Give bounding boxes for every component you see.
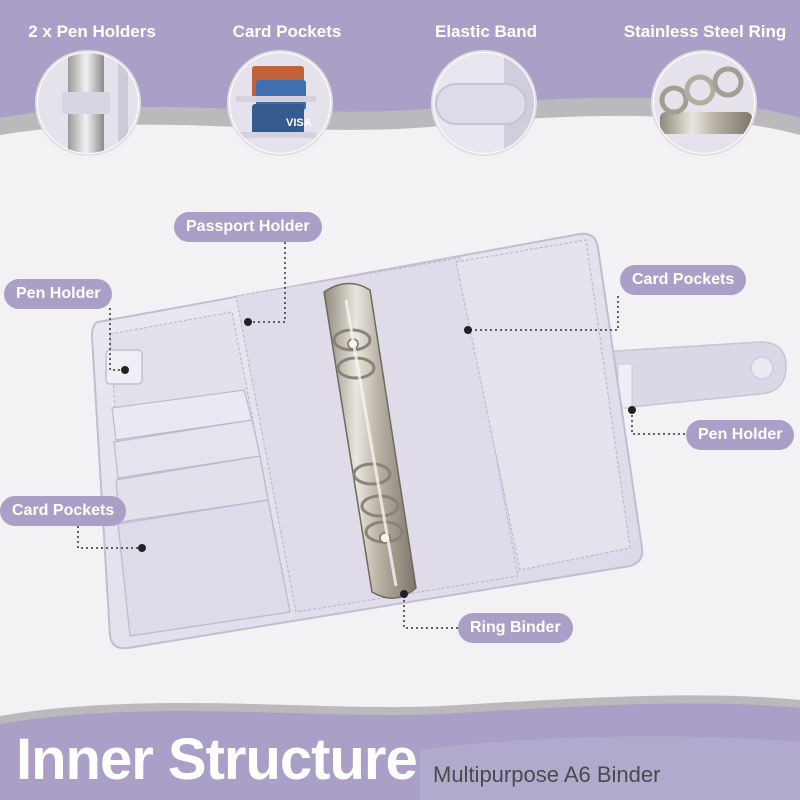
steel-ring-closeup-icon: [651, 50, 757, 156]
ring-binder-mechanism: [323, 282, 417, 599]
feature-label-pen-holders: 2 x Pen Holders: [28, 22, 156, 41]
callout-card-pockets-right: Card Pockets: [620, 265, 747, 295]
top-banner: [0, 0, 800, 135]
footer-subtitle: Multipurpose A6 Binder: [433, 762, 661, 787]
feature-label-elastic-band: Elastic Band: [434, 22, 538, 41]
callout-pen-holder-right: Pen Holder: [686, 420, 795, 450]
leader-dots: [121, 318, 636, 598]
footer-title: Inner Structure: [16, 727, 418, 792]
callout-pen-holder-left: Pen Holder: [4, 279, 113, 309]
callout-ring-binder: Ring Binder: [458, 613, 573, 643]
visa-card-text: VISA: [286, 117, 312, 129]
feature-label-steel-ring: Stainless Steel Ring: [623, 22, 787, 41]
callout-card-pockets-left: Card Pockets: [0, 496, 127, 526]
card-pockets-closeup-icon: VISA: [227, 50, 333, 156]
callout-passport-holder: Passport Holder: [174, 212, 322, 242]
feature-label-card-pockets: Card Pockets: [232, 22, 342, 41]
elastic-band-closeup-icon: [431, 50, 537, 156]
a6-binder-open: [90, 232, 787, 650]
bottom-banner: [0, 695, 800, 800]
pen-holders-closeup-icon: [35, 50, 141, 156]
leader-lines: [77, 242, 685, 629]
